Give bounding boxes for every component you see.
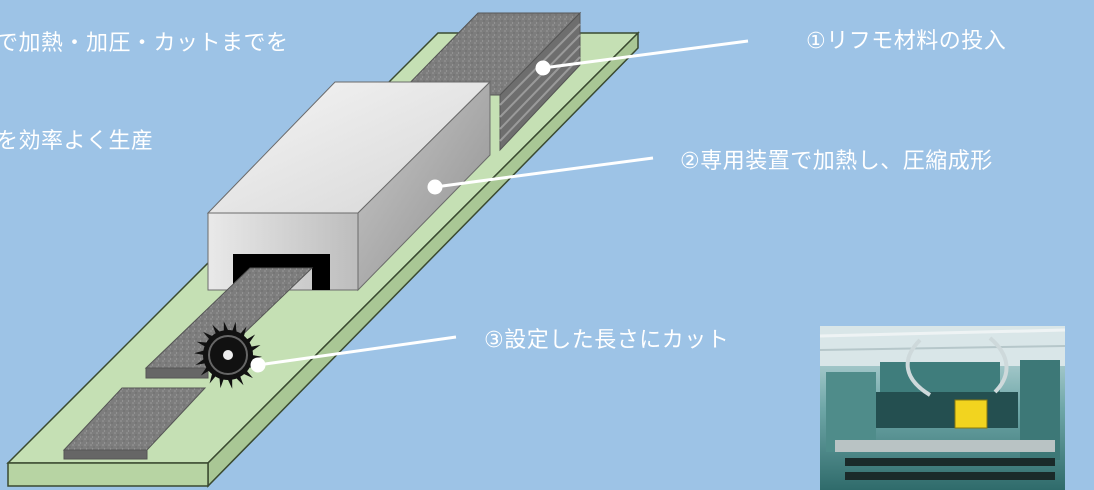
- factory-machine-photo: [819, 326, 1066, 490]
- formed-strip: [144, 267, 314, 379]
- cut-piece: [62, 387, 207, 460]
- press-opening: [233, 254, 330, 290]
- description-line-2: を効率よく生産: [0, 129, 154, 154]
- leader-lines: [250, 39, 749, 373]
- step-2-label: ②専用装置で加熱し、圧縮成形: [680, 149, 993, 174]
- step-3-label: ③設定した長さにカット: [484, 328, 730, 353]
- circular-saw-blade-icon: [194, 321, 262, 389]
- step-1-label: ①リフモ材料の投入: [806, 29, 1007, 54]
- description-line-1: で加熱・加圧・カットまでを: [0, 31, 289, 56]
